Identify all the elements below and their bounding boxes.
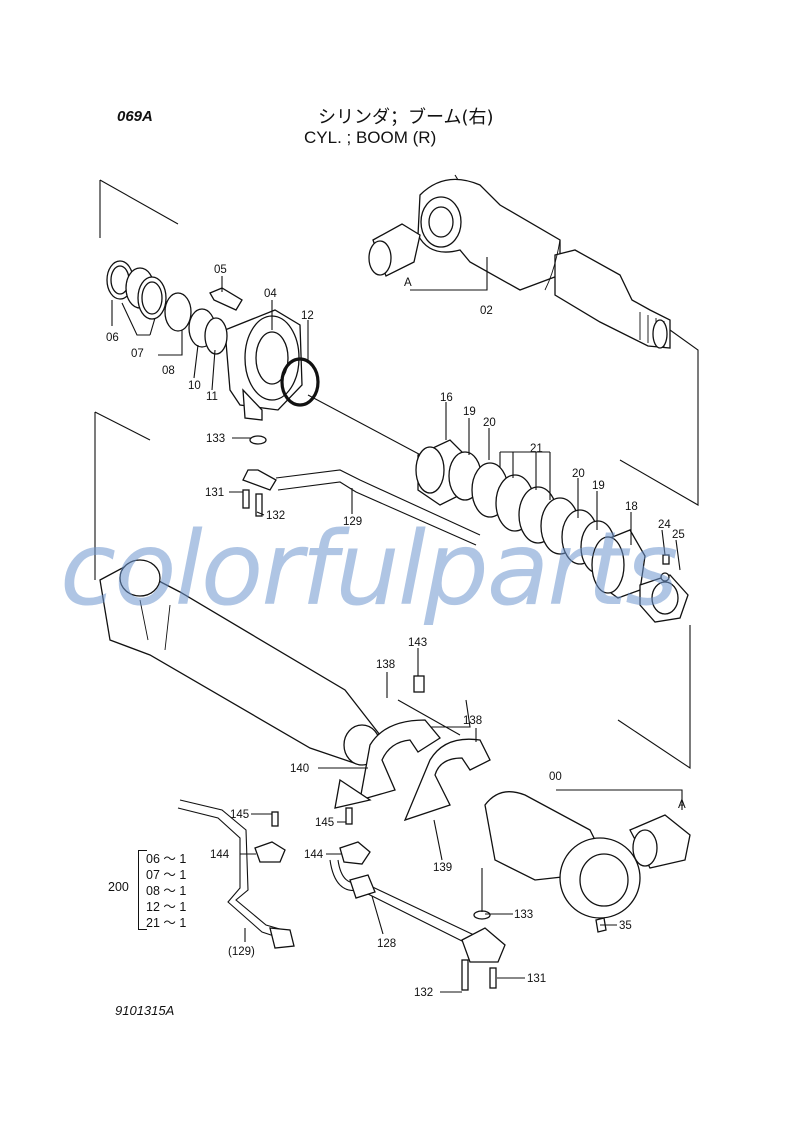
page-code: 069A bbox=[117, 108, 153, 125]
callout-35: 35 bbox=[619, 920, 632, 932]
callout-143: 143 bbox=[408, 637, 427, 649]
callout-145a: 145 bbox=[230, 809, 249, 821]
callout-11: 11 bbox=[206, 391, 218, 403]
kit-item: 12 ～ 1 bbox=[146, 900, 187, 914]
callout-00: 00 bbox=[549, 771, 562, 783]
kit-contents-list: 200 06 ～ 1 07 ～ 1 08 ～ 1 12 ～ 1 21 ～ 1 bbox=[108, 848, 203, 932]
callout-a-top: A bbox=[404, 277, 412, 289]
lower-pipes bbox=[177, 799, 506, 991]
cylinder-bottom bbox=[484, 791, 691, 933]
kit-assembly-number: 200 bbox=[108, 880, 129, 894]
callout-19a: 19 bbox=[463, 406, 476, 418]
callout-07: 07 bbox=[131, 348, 144, 360]
callout-129-ref: (129) bbox=[228, 946, 255, 958]
callout-132b: 132 bbox=[414, 987, 433, 999]
callout-16: 16 bbox=[440, 392, 453, 404]
callout-a-bottom: A bbox=[678, 799, 686, 811]
callout-144a: 144 bbox=[210, 849, 230, 861]
head-bolt bbox=[209, 287, 243, 311]
callout-21: 21 bbox=[530, 443, 543, 455]
callout-139: 139 bbox=[433, 862, 452, 874]
o-ring-12 bbox=[280, 357, 320, 407]
callout-labels: 00 02 04 05 06 07 08 10 11 12 16 19 20 2… bbox=[106, 264, 686, 999]
callout-128: 128 bbox=[377, 938, 396, 950]
callout-140: 140 bbox=[290, 763, 309, 775]
title-japanese: シリンダ；ブーム(右) bbox=[318, 107, 494, 128]
callout-145b: 145 bbox=[315, 817, 334, 829]
callout-20a: 20 bbox=[483, 417, 496, 429]
callout-24: 24 bbox=[658, 519, 671, 531]
title-english: CYL. ; BOOM (R) bbox=[304, 128, 437, 147]
callout-18: 18 bbox=[625, 501, 638, 513]
kit-item: 06 ～ 1 bbox=[146, 852, 187, 866]
clamps bbox=[271, 675, 491, 827]
callout-129: 129 bbox=[343, 516, 362, 528]
callout-144b: 144 bbox=[304, 849, 324, 861]
head-rings bbox=[106, 260, 228, 355]
document-number: 9101315A bbox=[115, 1003, 175, 1018]
cylinder-tube bbox=[99, 559, 381, 766]
pipe-129 bbox=[242, 435, 481, 546]
callout-04: 04 bbox=[264, 288, 277, 300]
piston-parts bbox=[415, 439, 689, 623]
kit-item: 07 ～ 1 bbox=[146, 868, 187, 882]
callout-138b: 138 bbox=[463, 715, 482, 727]
callout-19b: 19 bbox=[592, 480, 605, 492]
callout-20b: 20 bbox=[572, 468, 585, 480]
callout-133a: 133 bbox=[206, 433, 225, 445]
kit-item: 21 ～ 1 bbox=[146, 916, 187, 930]
callout-06: 06 bbox=[106, 332, 119, 344]
callout-05: 05 bbox=[214, 264, 227, 276]
callout-02: 02 bbox=[480, 305, 493, 317]
bushing-a-top bbox=[368, 223, 421, 277]
callout-12: 12 bbox=[301, 310, 314, 322]
piston-rod-assembly bbox=[417, 178, 671, 349]
callout-138a: 138 bbox=[376, 659, 395, 671]
callout-08: 08 bbox=[162, 365, 175, 377]
callout-10: 10 bbox=[188, 380, 201, 392]
leader-lines bbox=[111, 276, 681, 993]
callout-133b: 133 bbox=[514, 909, 533, 921]
callout-131b: 131 bbox=[527, 973, 546, 985]
kit-brace bbox=[138, 850, 147, 930]
callout-25: 25 bbox=[672, 529, 685, 541]
callout-131a: 131 bbox=[205, 487, 224, 499]
callout-132a: 132 bbox=[266, 510, 285, 522]
kit-item: 08 ～ 1 bbox=[146, 884, 187, 898]
